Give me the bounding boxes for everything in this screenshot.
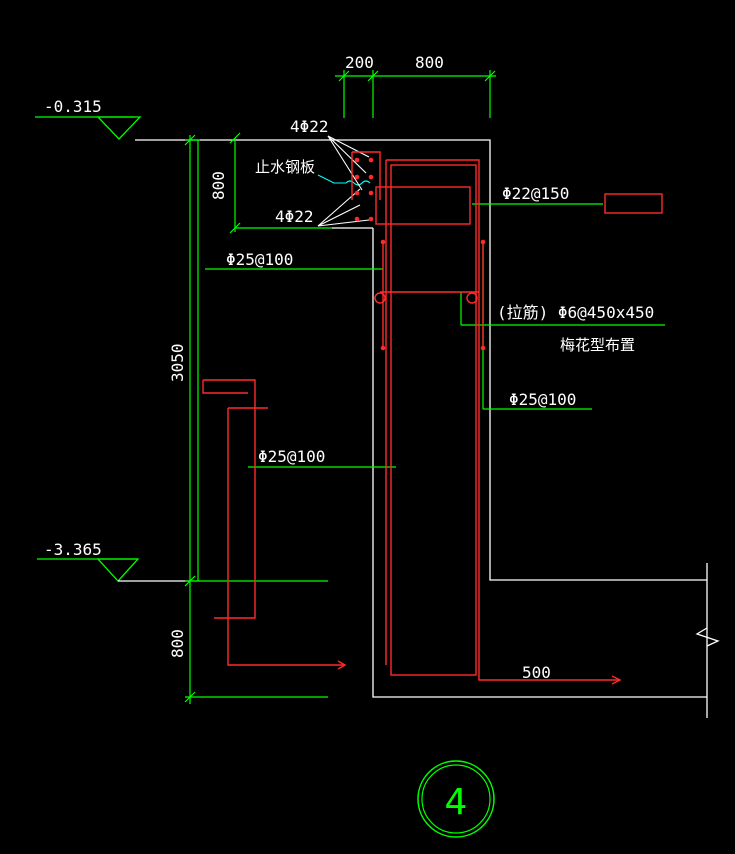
- rebar-top-label: 4Φ22: [290, 117, 329, 136]
- elevation-marker-bottom: -3.365: [37, 540, 190, 582]
- wall-lower-rebar-label: Φ25@100: [258, 447, 325, 466]
- stirrup-label: Φ22@150: [502, 184, 569, 203]
- elevation-bottom-label: -3.365: [44, 540, 102, 559]
- rebar-annotations: 4Φ22 止水钢板 4Φ22 Φ22@150 Φ25@100 (拉筋) Φ6@4…: [226, 117, 654, 466]
- wall-outer-rebar-label: Φ25@100: [226, 250, 293, 269]
- reinforcement: [202, 151, 663, 685]
- dimension-800-lower-label: 800: [168, 629, 187, 658]
- concrete-outline: [135, 139, 720, 718]
- elevation-top-label: -0.315: [44, 97, 102, 116]
- detail-number-label: 4: [445, 782, 468, 823]
- wall-inner-rebar-label: Φ25@100: [509, 390, 576, 409]
- dimension-500-label: 500: [522, 663, 551, 682]
- dimension-800-upper-label: 800: [209, 171, 228, 200]
- detail-number-marker: 4: [417, 760, 495, 838]
- dimension-lines: [184, 70, 665, 704]
- waterstop-label: 止水钢板: [255, 158, 315, 176]
- waterstop-leader: [317, 174, 371, 186]
- dimension-3050-label: 3050: [168, 343, 187, 382]
- tie-pattern-label: 梅花型布置: [560, 336, 635, 354]
- tie-bar-label: (拉筋) Φ6@450x450: [497, 303, 654, 322]
- dimension-200-label: 200: [345, 53, 374, 72]
- elevation-marker-top: -0.315: [35, 97, 142, 140]
- rebar-leaders: [317, 135, 370, 227]
- rebar-mid-label: 4Φ22: [275, 207, 314, 226]
- rebar-dots: [354, 157, 486, 351]
- dimension-800-top-label: 800: [415, 53, 444, 72]
- dimension-texts: 200 800 800 3050 800 500: [168, 53, 551, 682]
